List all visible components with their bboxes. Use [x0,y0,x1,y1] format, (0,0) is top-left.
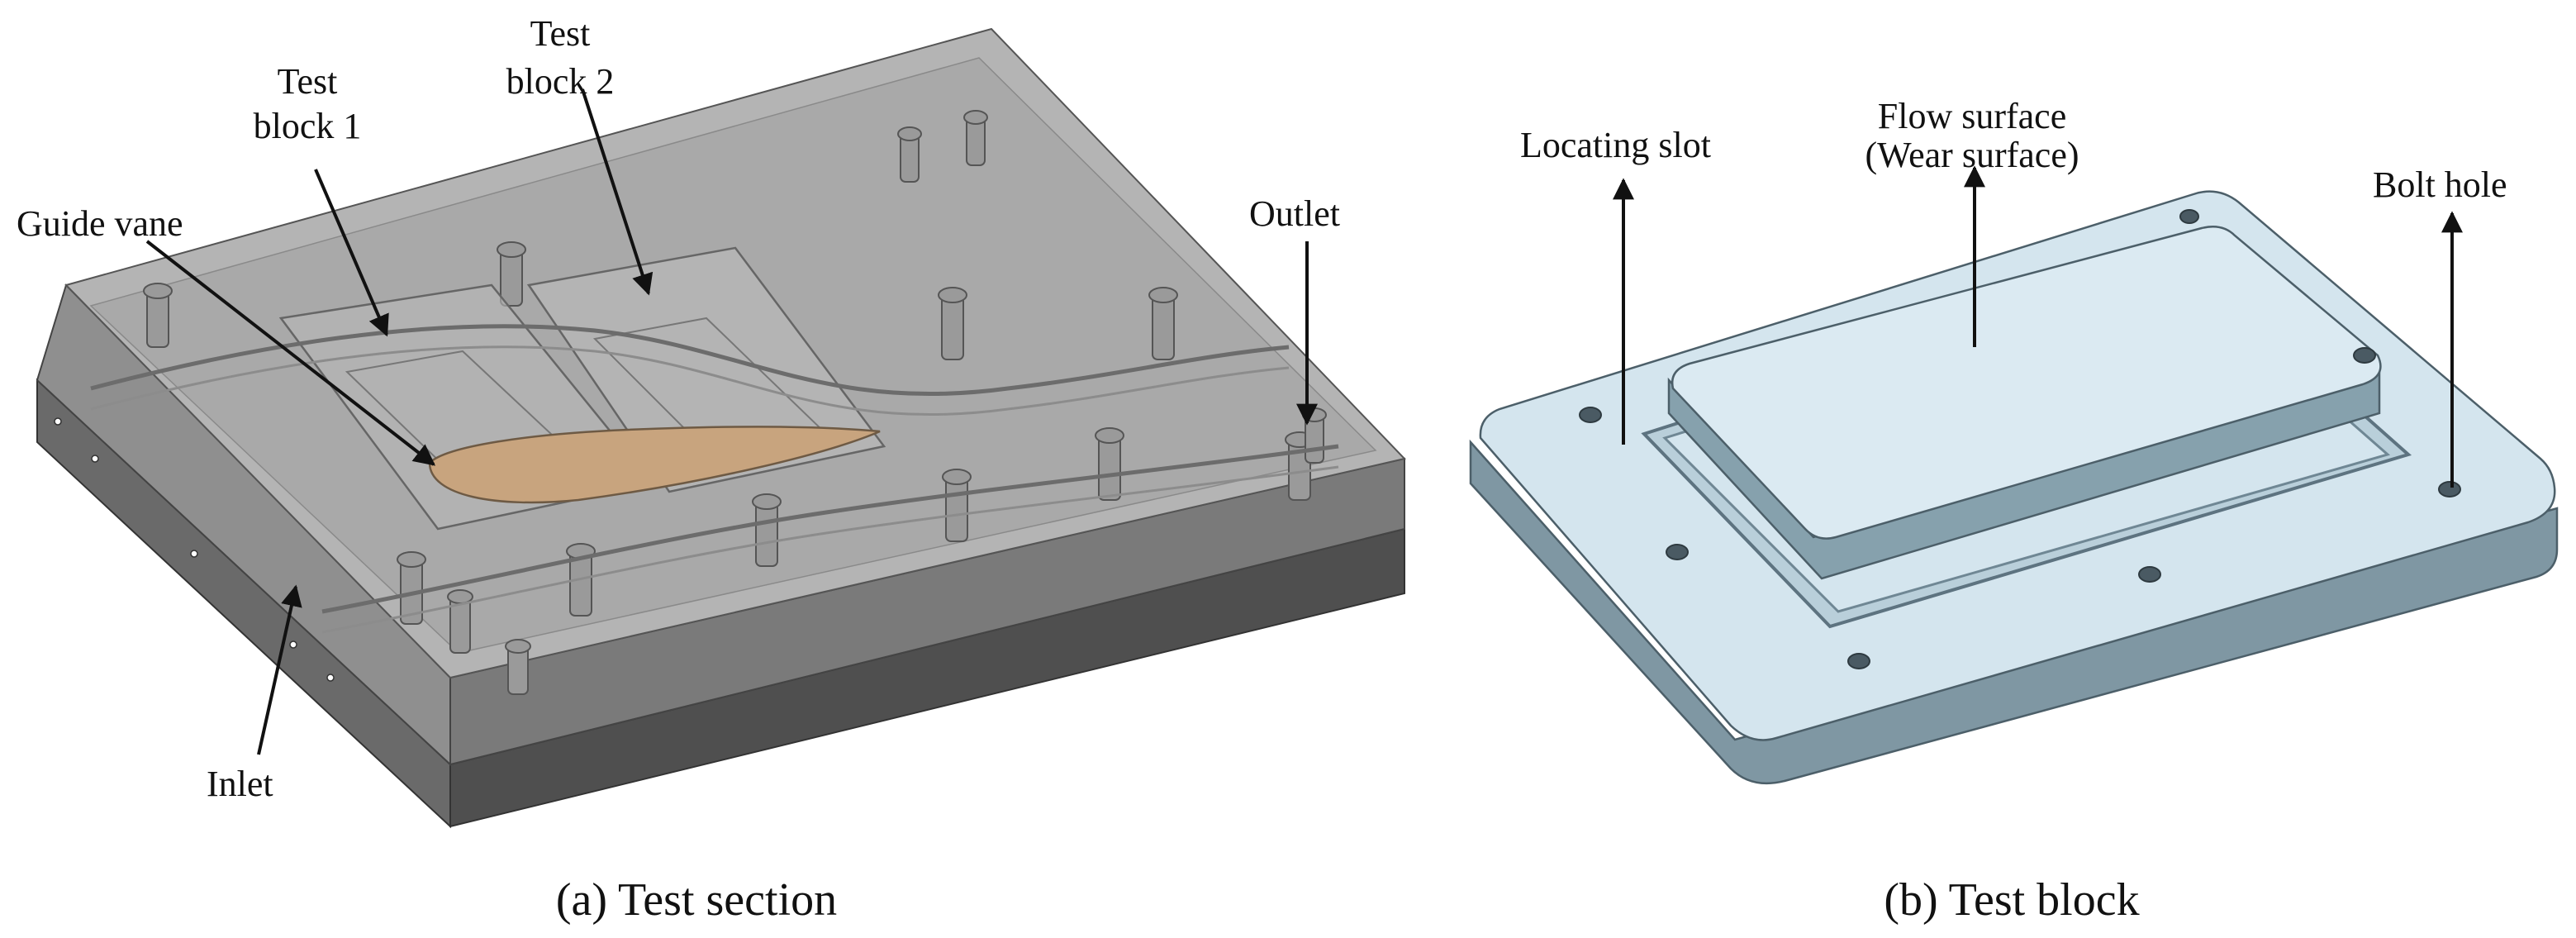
plate-side-face [1469,439,2559,785]
test-block-drawing [1469,190,2559,785]
bolt-holes [1579,209,2461,669]
inlet-label: Inlet [207,764,273,804]
test-section-drawing [36,27,1406,829]
test-block-2-label-line1: Test [530,13,591,54]
bolt-pins [143,110,1327,695]
panel-a-caption: (a) Test section [556,874,837,926]
side-port-holes [54,417,335,682]
boss-side-face [1667,370,2381,580]
flow-channel-upper-wall-2 [90,345,1290,417]
flow-channel-upper-wall [90,324,1290,397]
guide-vane-label: Guide vane [17,203,183,244]
guide-vane-shape [428,426,881,504]
panel-b-caption: (b) Test block [1884,874,2139,926]
flow-surface-face [1671,226,2382,540]
panel-b-labels: Locating slot Flow surface (Wear surface… [1520,96,2507,205]
flow-channel-lower-wall-2 [321,465,1339,634]
flow-surface-label-line1: Flow surface [1878,96,2067,136]
test-block-2-label-line2: block 2 [506,61,615,102]
flow-channel-lower-wall [321,444,1339,614]
outlet-label: Outlet [1249,193,1340,234]
test-block-1-label-line1: Test [278,61,338,102]
test-block-1-label-line2: block 1 [254,106,362,146]
panel-b-leaders [1613,165,2463,488]
locating-slot-label: Locating slot [1520,125,1711,165]
bolt-hole-label: Bolt hole [2373,164,2507,205]
flow-surface-label-line2: (Wear surface) [1865,135,2079,175]
panel-a-leaders [145,88,1318,755]
panel-a-labels: Test block 1 Test block 2 Guide vane Out… [17,13,1340,804]
